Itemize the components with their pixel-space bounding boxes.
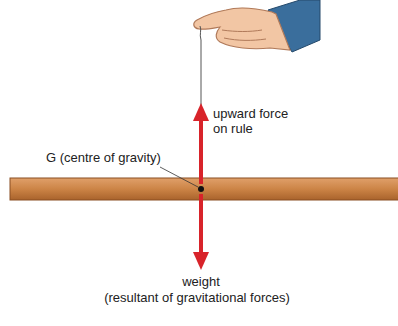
leader-line: [160, 167, 198, 187]
upward-force-arrow: [199, 118, 203, 184]
weight-arrow: [199, 194, 203, 255]
note-label: (resultant of gravitational forces): [104, 290, 290, 305]
arrowhead: [193, 252, 209, 270]
finger-line: [222, 30, 266, 40]
centre-of-gravity-dot: [198, 186, 204, 192]
force-label: upward force on rule: [213, 106, 299, 136]
force-label: weight: [182, 274, 220, 289]
arrowhead: [193, 103, 209, 121]
point-label: G (centre of gravity): [46, 150, 161, 165]
metre-rule: [10, 178, 398, 200]
hand: [194, 8, 290, 50]
